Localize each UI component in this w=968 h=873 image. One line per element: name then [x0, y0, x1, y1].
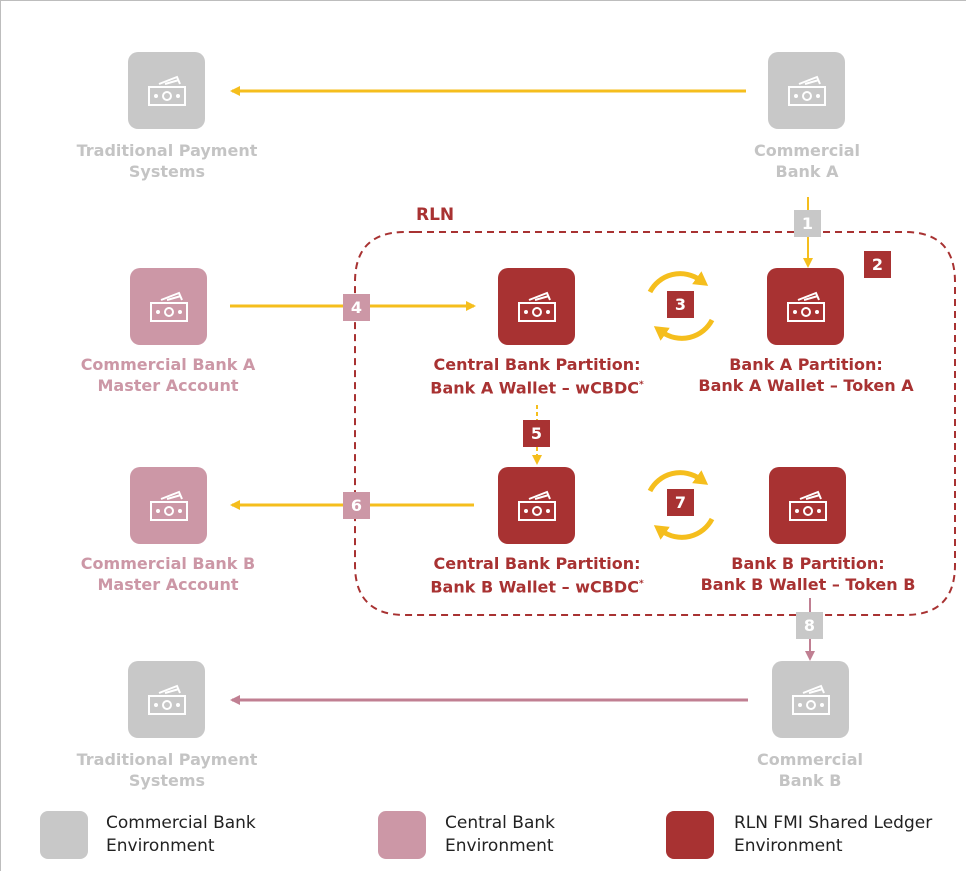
node-commercial-bank-a — [768, 52, 845, 129]
node-bank-b-partition — [769, 467, 846, 544]
step-badge-4: 4 — [343, 294, 370, 321]
label-bank-a-partition: Bank A Partition:Bank A Wallet – Token A — [698, 355, 914, 395]
node-cbp-bank-a — [498, 268, 575, 345]
money-icon — [150, 291, 188, 322]
node-cb-master-a — [130, 268, 207, 345]
money-icon — [518, 291, 556, 322]
node-bank-a-partition — [767, 268, 844, 345]
step-badge-6: 6 — [343, 492, 370, 519]
step-badge-1: 1 — [794, 210, 821, 237]
legend-swatch-rln — [666, 811, 714, 859]
label-bank-b-partition: Bank B Partition:Bank B Wallet – Token B — [700, 554, 916, 594]
node-traditional-payment-top — [128, 52, 205, 129]
legend-swatch-central — [378, 811, 426, 859]
node-traditional-payment-bottom — [128, 661, 205, 738]
money-icon — [787, 291, 825, 322]
node-cbp-bank-b — [498, 467, 575, 544]
legend-swatch-commercial — [40, 811, 88, 859]
rln-title: RLN — [416, 205, 455, 225]
money-icon — [150, 490, 188, 521]
rln-region-border — [354, 231, 956, 616]
cycle-arrows-icon-3 — [647, 271, 715, 341]
money-icon — [148, 75, 186, 106]
step-badge-8: 8 — [796, 612, 823, 639]
money-icon — [789, 490, 827, 521]
label-cbp-bank-a: Central Bank Partition:Bank A Wallet – w… — [430, 355, 644, 398]
label-cbp-bank-b: Central Bank Partition:Bank B Wallet – w… — [430, 554, 644, 597]
step-badge-5: 5 — [523, 420, 550, 447]
node-cb-master-b — [130, 467, 207, 544]
node-commercial-bank-b — [772, 661, 849, 738]
money-icon — [148, 684, 186, 715]
money-icon — [518, 490, 556, 521]
step-badge-3: 3 — [667, 291, 694, 318]
step-badge-2: 2 — [864, 251, 891, 278]
money-icon — [788, 75, 826, 106]
money-icon — [792, 684, 830, 715]
cycle-arrows-icon-7 — [647, 470, 715, 540]
step-badge-7: 7 — [667, 489, 694, 516]
